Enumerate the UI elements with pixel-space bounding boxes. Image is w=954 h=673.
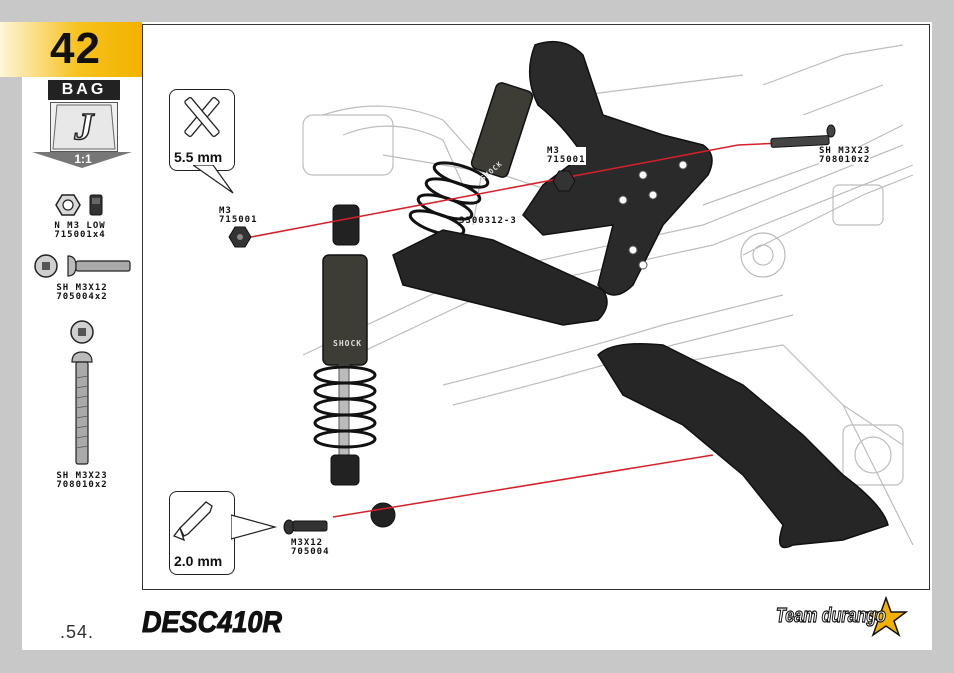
- nut-icon: [55, 194, 103, 216]
- screw-bottom-icon: [283, 519, 328, 535]
- nut-left-callout: M3 715001: [219, 207, 258, 225]
- hardware-label: N M3 LOW 715001x4: [40, 222, 120, 240]
- hexkey-tool-box: 2.0 mm: [169, 491, 235, 575]
- hardware-label: SH M3X23 708010x2: [40, 472, 124, 490]
- callout-size: M3: [219, 206, 232, 216]
- hardware-code: 705004x2: [56, 292, 108, 302]
- hardware-code: 708010x2: [56, 480, 108, 490]
- chassis-lineart: [302, 44, 914, 546]
- rear-shock: [408, 82, 534, 237]
- wrench-callout-pointer-icon: [193, 165, 234, 194]
- assembly-drawing: [228, 40, 914, 549]
- logo-text: Team durango: [776, 605, 886, 627]
- bag-label: BAG: [48, 80, 120, 100]
- part-number-label: 3300312-3: [459, 216, 517, 226]
- step-number: 42: [50, 24, 101, 73]
- shock-label-lower: SHOCK: [333, 339, 363, 348]
- team-durango-logo: Team durango: [775, 595, 909, 637]
- nut-right-icon: [552, 170, 576, 192]
- hardware-name: N M3 LOW: [54, 221, 106, 231]
- wrench-size: 5.5 mm: [174, 149, 223, 165]
- logo-text: DESC410R: [142, 606, 282, 639]
- wrench-tool-box: 5.5 mm: [169, 89, 235, 171]
- nut-left-icon: [228, 226, 252, 248]
- bag-shape-icon: [52, 104, 116, 150]
- callout-size: M3: [547, 146, 560, 156]
- scale-arrow-icon: [32, 152, 132, 168]
- short-screw-icon: [34, 254, 131, 278]
- assembly-illustration: 5.5 mm 2.0 mm M3 715001 M3 715001 SH M3X…: [142, 24, 930, 590]
- bag-indicator: BAG J: [48, 80, 120, 152]
- callout-size: M3X12: [291, 538, 324, 548]
- hexkey-size: 2.0 mm: [174, 553, 223, 569]
- screw-top-callout: SH M3X23 708010x2: [819, 146, 871, 165]
- hexkey-callout-pointer-icon: [231, 514, 278, 540]
- front-shock: [313, 204, 396, 528]
- bag-letter: J: [74, 105, 95, 149]
- callout-code: 715001: [547, 155, 586, 165]
- scale-label: 1:1: [74, 152, 92, 166]
- nut-right-callout: M3 715001: [547, 147, 586, 165]
- callout-code: 705004: [291, 547, 330, 557]
- screw-top-icon: [770, 124, 836, 148]
- step-tab: [0, 22, 142, 77]
- lower-arm: [597, 343, 889, 549]
- bag-box: J: [50, 102, 118, 152]
- long-screw-icon: [70, 320, 94, 465]
- hardware-label: SH M3X12 705004x2: [40, 284, 124, 302]
- upper-arm: [392, 229, 608, 326]
- hardware-name: SH M3X12: [56, 283, 108, 293]
- screw-bottom-callout: M3X12 705004: [291, 539, 330, 557]
- hardware-code: 715001x4: [54, 230, 106, 240]
- desc410r-logo: DESC410R: [142, 606, 283, 640]
- hardware-name: SH M3X23: [56, 471, 108, 481]
- page-number: .54.: [60, 622, 95, 642]
- callout-size: SH M3X23: [819, 146, 871, 156]
- hex-key-icon: [172, 501, 213, 542]
- callout-code: 715001: [219, 215, 258, 225]
- callout-code: 708010x2: [819, 155, 871, 165]
- cross-wrench-icon: [184, 96, 220, 138]
